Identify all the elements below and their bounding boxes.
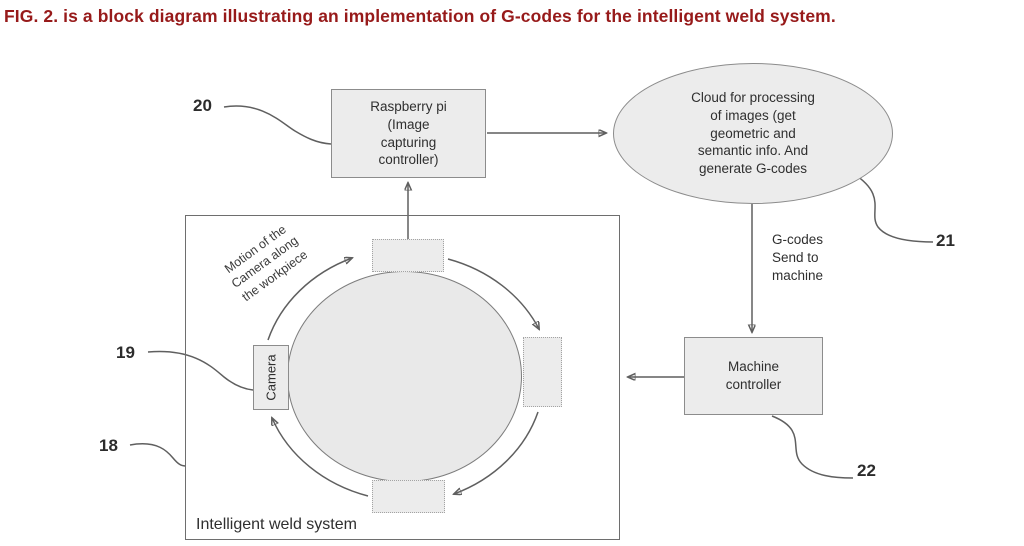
machine-controller-line: controller — [725, 377, 782, 392]
camera-label: Camera — [263, 354, 279, 401]
ref-label-19: 19 — [116, 343, 135, 362]
arc-bottom-to-camera-icon — [272, 418, 369, 497]
cloud-line: of images (get — [710, 107, 796, 123]
leader-line-18 — [129, 443, 187, 467]
ref-label-20: 20 — [193, 96, 212, 115]
leader-line-22 — [771, 415, 854, 479]
leader-line-20 — [223, 105, 332, 145]
figure-caption: FIG. 2. is a block diagram illustrating … — [4, 6, 836, 26]
gcodes-flow-line: G-codes — [772, 232, 824, 247]
raspberry-pi-line: Raspberry pi — [370, 98, 447, 114]
cloud-node: Cloud for processing of images (get geom… — [613, 63, 893, 204]
camera-node: Camera — [253, 345, 289, 410]
gcodes-flow-note: G-codes Send to machine — [772, 231, 823, 286]
cloud-line: Cloud for processing — [691, 89, 815, 105]
arc-right-to-bottom-icon — [454, 411, 539, 494]
waypoint-box-bottom — [372, 480, 445, 513]
cloud-line: generate G-codes — [698, 161, 808, 177]
ref-label-22: 22 — [857, 461, 876, 480]
arc-camera-to-top-icon — [267, 258, 352, 341]
raspberry-pi-line: controller) — [378, 152, 439, 168]
gcodes-flow-line: Send to — [772, 250, 819, 266]
arc-top-to-right-icon — [447, 258, 539, 329]
weld-system-label: Intelligent weld system — [196, 516, 357, 533]
raspberry-pi-line: (Image — [387, 116, 430, 132]
machine-controller-node: Machine controller — [684, 337, 823, 415]
leader-line-19 — [147, 350, 254, 391]
machine-controller-line: Machine — [727, 359, 780, 375]
raspberry-pi-node: Raspberry pi (Image capturing controller… — [331, 89, 486, 178]
cloud-line: geometric and — [710, 125, 796, 141]
raspberry-pi-line: capturing — [380, 134, 437, 150]
gcodes-flow-line: machine — [772, 268, 824, 284]
cloud-line: semantic info. And — [697, 143, 809, 159]
leader-line-21 — [853, 173, 934, 243]
weld-system-enclosure — [185, 215, 620, 540]
ref-label-21: 21 — [936, 231, 955, 250]
waypoint-box-right — [523, 337, 562, 407]
waypoint-box-top — [372, 239, 444, 272]
ref-label-18: 18 — [99, 436, 118, 455]
workpiece-ellipse — [287, 271, 522, 482]
